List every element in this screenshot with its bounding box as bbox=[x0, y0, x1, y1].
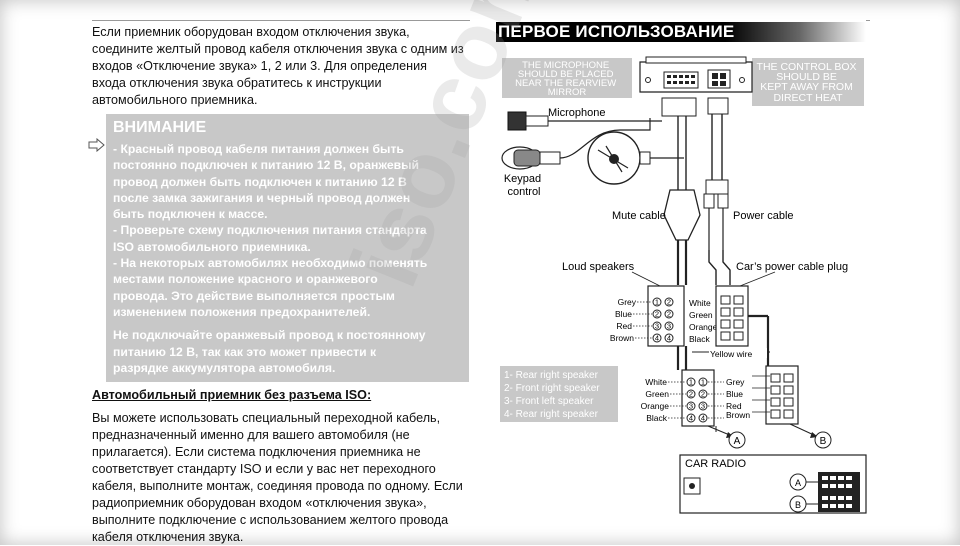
svg-text:1: 1 bbox=[701, 378, 705, 387]
warning-line: изменением положения предохранителей. bbox=[113, 304, 371, 319]
car-radio-label: CAR RADIO bbox=[685, 458, 747, 470]
right-divider bbox=[866, 20, 870, 21]
svg-text:3: 3 bbox=[667, 322, 671, 331]
upper-right-colors: White Green Orange Black bbox=[689, 298, 718, 344]
diagram-title: ПЕРВОЕ ИСПОЛЬЗОВАНИЕ bbox=[498, 22, 735, 41]
radio-b-label: B bbox=[795, 500, 801, 510]
power-cable-plug bbox=[707, 97, 729, 115]
svg-text:3- Front left speaker: 3- Front left speaker bbox=[504, 396, 594, 407]
box-note-box bbox=[752, 58, 864, 106]
svg-text:3: 3 bbox=[655, 322, 659, 331]
svg-text:2: 2 bbox=[701, 390, 705, 399]
svg-text:Brown: Brown bbox=[610, 333, 634, 343]
keypad-label: Keypad control bbox=[504, 173, 544, 198]
svg-text:4: 4 bbox=[701, 414, 705, 423]
top-divider bbox=[92, 20, 470, 21]
yellow-wire-label: Yellow wire bbox=[710, 349, 752, 359]
mic-note-box bbox=[502, 58, 632, 98]
warning-line: быть подключен к массе. bbox=[113, 207, 268, 222]
warning-line: питанию 12 В, так как это может привести… bbox=[113, 344, 377, 359]
connector-detail-icon bbox=[587, 131, 684, 185]
mute-cable-junction bbox=[663, 189, 701, 241]
lower-left-colors: White Green Orange Black bbox=[641, 377, 670, 423]
diagram-title-bar: ПЕРВОЕ ИСПОЛЬЗОВАНИЕ bbox=[496, 22, 866, 42]
microphone-icon bbox=[507, 111, 662, 131]
svg-text:Grey: Grey bbox=[726, 377, 745, 387]
intro-paragraph: Если приемник оборудован входом отключен… bbox=[92, 25, 464, 107]
svg-text:Blue: Blue bbox=[726, 389, 743, 399]
upper-speaker-connector: 1 2 2 2 3 3 4 4 bbox=[647, 285, 685, 347]
warning-lines: - Красный провод кабеля питания должен б… bbox=[113, 141, 465, 320]
lower-right-colors: Grey Blue Red Brown bbox=[726, 377, 750, 420]
mic-note-text: THE MICROPHONE SHOULD BE PLACED NEAR THE… bbox=[515, 60, 619, 98]
radio-a-label: A bbox=[795, 478, 801, 488]
svg-text:Green: Green bbox=[645, 389, 669, 399]
svg-text:2: 2 bbox=[655, 310, 659, 319]
mic-cable-plug bbox=[661, 97, 697, 117]
svg-text:White: White bbox=[645, 377, 667, 387]
lower-power-connector bbox=[752, 365, 799, 425]
svg-text:4: 4 bbox=[667, 334, 671, 343]
warning-line: - Красный провод кабеля питания должен б… bbox=[113, 142, 404, 156]
svg-text:Red: Red bbox=[616, 321, 632, 331]
svg-text:4: 4 bbox=[689, 414, 693, 423]
control-box bbox=[639, 56, 753, 93]
legend-entries: 1- Rear right speaker 2- Front right spe… bbox=[504, 370, 600, 420]
svg-text:1: 1 bbox=[655, 298, 659, 307]
svg-text:Black: Black bbox=[689, 334, 711, 344]
warning-line: разрядке аккумулятора автомобиля. bbox=[113, 360, 336, 375]
bottom-paragraph: Вы можете использовать специальный перех… bbox=[92, 411, 463, 544]
box-note-text: THE CONTROL BOX SHOULD BE KEPT AWAY FROM… bbox=[757, 61, 860, 104]
upper-left-colors: Grey Blue Red Brown bbox=[610, 297, 637, 343]
svg-text:3: 3 bbox=[701, 402, 705, 411]
lower-speaker-connector: 1 1 2 2 3 3 4 4 bbox=[681, 369, 715, 427]
svg-text:2: 2 bbox=[689, 390, 693, 399]
warning-line: Не подключайте оранжевый провод к постоя… bbox=[113, 328, 426, 343]
connector-a-marker bbox=[728, 431, 746, 449]
svg-text:2: 2 bbox=[667, 298, 671, 307]
svg-text:Blue: Blue bbox=[615, 309, 632, 319]
warning-line: провод должен быть подключен к питанию 1… bbox=[113, 174, 407, 189]
loud-speakers-label: Loud speakers bbox=[562, 261, 635, 273]
warning-line: - На некоторых автомобилях необходимо по… bbox=[113, 256, 428, 271]
warning-line: - Проверьте схему подключения питания ст… bbox=[113, 223, 427, 238]
svg-text:3: 3 bbox=[689, 402, 693, 411]
svg-text:4- Rear right speaker: 4- Rear right speaker bbox=[504, 409, 599, 420]
microphone-label: Microphone bbox=[548, 107, 605, 119]
svg-text:2- Front right speaker: 2- Front right speaker bbox=[504, 383, 600, 394]
warning-line: постоянно подключен к питанию 12 В, оран… bbox=[113, 158, 420, 173]
svg-text:Grey: Grey bbox=[618, 297, 637, 307]
svg-text:White: White bbox=[689, 298, 711, 308]
warning-lines-battery: Не подключайте оранжевый провод к постоя… bbox=[113, 327, 465, 376]
arrow-right-icon bbox=[88, 138, 105, 152]
car-radio-box bbox=[679, 454, 867, 514]
svg-text:Orange: Orange bbox=[689, 322, 718, 332]
svg-text:Orange: Orange bbox=[641, 401, 670, 411]
connector-b-label: B bbox=[820, 436, 827, 447]
svg-text:Red: Red bbox=[726, 401, 742, 411]
warning-line: после замка зажигания и черный провод до… bbox=[113, 190, 411, 205]
svg-text:4: 4 bbox=[655, 334, 659, 343]
connector-a-label: A bbox=[734, 436, 741, 447]
connector-b-marker bbox=[814, 431, 832, 449]
svg-text:Green: Green bbox=[689, 310, 713, 320]
warning-title: ВНИМАНИЕ bbox=[113, 119, 207, 136]
warning-box: ВНИМАНИЕ - Красный провод кабеля питания… bbox=[106, 114, 469, 382]
svg-text:Black: Black bbox=[646, 413, 668, 423]
svg-text:1: 1 bbox=[689, 378, 693, 387]
warning-line: провода. Это действие выполняется просты… bbox=[113, 288, 395, 303]
mute-cable-label: Mute cable bbox=[612, 210, 666, 222]
power-cable-label: Power cable bbox=[733, 210, 794, 222]
legend-box bbox=[500, 366, 618, 422]
svg-text:1- Rear right speaker: 1- Rear right speaker bbox=[504, 370, 599, 381]
car-plug-label: Car’s power cable plug bbox=[736, 261, 848, 273]
keypad-icon bbox=[501, 118, 651, 170]
svg-text:2: 2 bbox=[667, 310, 671, 319]
upper-power-connector bbox=[715, 285, 749, 347]
sub-heading: Автомобильный приемник без разъема ISO: bbox=[92, 388, 372, 402]
svg-text:Brown: Brown bbox=[726, 410, 750, 420]
warning-line: местами положение красного и оранжевого bbox=[113, 272, 378, 287]
warning-line: ISO автомобильного приемника. bbox=[113, 239, 311, 254]
